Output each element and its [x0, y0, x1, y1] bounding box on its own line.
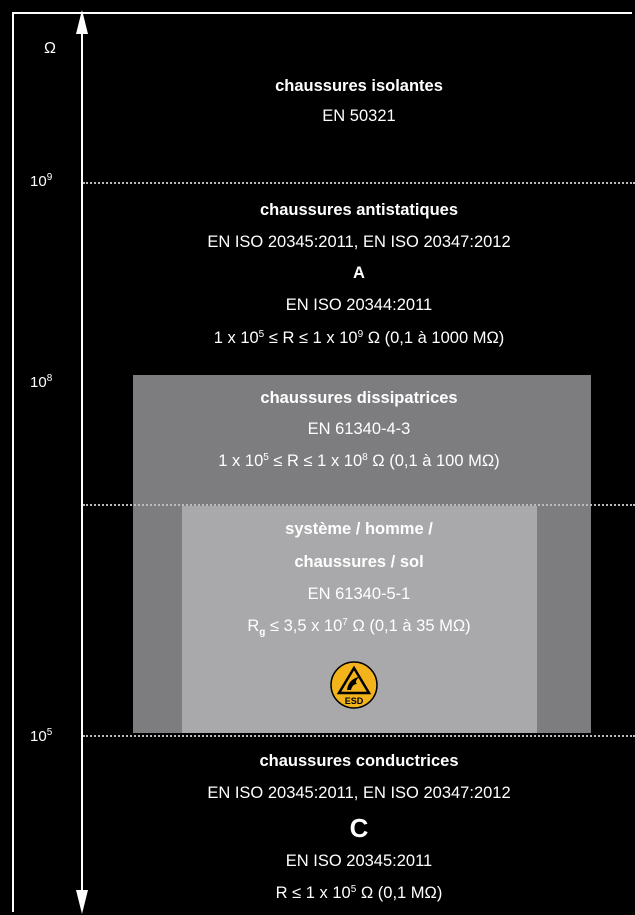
axis-unit: Ω — [44, 40, 56, 57]
isolantes-norm: EN 50321 — [322, 107, 396, 125]
divider-1e9 — [83, 182, 635, 184]
antistatiques-range: 1 x 105 ≤ R ≤ 1 x 109 Ω (0,1 à 1000 MΩ) — [213, 329, 505, 347]
antistatiques-norm2: EN ISO 20344:2011 — [285, 296, 433, 314]
antistatiques-norm: EN ISO 20345:2011, EN ISO 20347:2012 — [207, 233, 511, 251]
tick-1e5: 105 — [30, 727, 53, 745]
systeme-norm: EN 61340-5-1 — [307, 585, 411, 603]
diagram-frame — [12, 12, 632, 912]
divider-mid — [83, 504, 635, 506]
dissipatrices-norm: EN 61340-4-3 — [307, 420, 411, 438]
axis-arrow-up-icon — [76, 10, 88, 34]
svg-text:ESD: ESD — [345, 696, 364, 706]
conductrices-norm2: EN ISO 20345:2011 — [285, 852, 433, 870]
conductrices-norm: EN ISO 20345:2011, EN ISO 20347:2012 — [207, 784, 511, 802]
dissipatrices-range: 1 x 105 ≤ R ≤ 1 x 108 Ω (0,1 à 100 MΩ) — [218, 452, 500, 470]
divider-1e5 — [83, 735, 635, 737]
antistatiques-class: A — [353, 264, 365, 282]
tick-1e8: 108 — [30, 373, 53, 391]
conductrices-class: C — [349, 813, 369, 843]
isolantes-title: chaussures isolantes — [275, 77, 443, 95]
systeme-range: Rg ≤ 3,5 x 107 Ω (0,1 à 35 MΩ) — [247, 617, 471, 638]
conductrices-range: R ≤ 1 x 105 Ω (0,1 MΩ) — [275, 884, 443, 902]
systeme-title-line1: système / homme / — [285, 520, 433, 538]
antistatiques-title: chaussures antistatiques — [259, 201, 459, 219]
axis-arrow-down-icon — [76, 890, 88, 914]
conductrices-title: chaussures conductrices — [259, 752, 459, 770]
systeme-title-line2: chaussures / sol — [294, 553, 424, 571]
resistance-axis — [81, 18, 83, 908]
esd-warning-icon: ESD — [330, 661, 378, 709]
tick-1e9: 109 — [30, 172, 53, 190]
dissipatrices-title: chaussures dissipatrices — [260, 389, 458, 407]
